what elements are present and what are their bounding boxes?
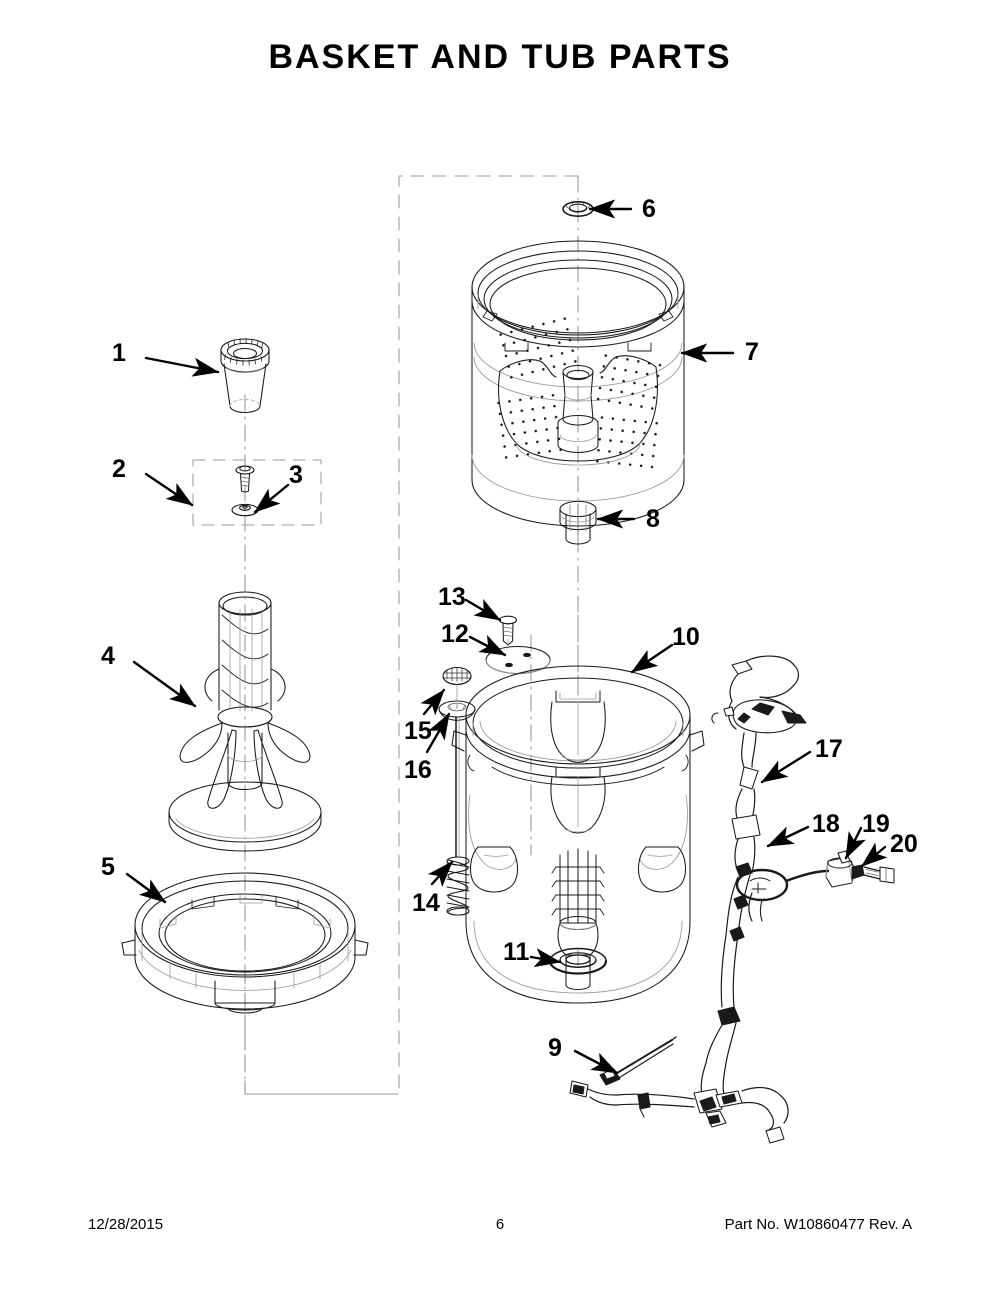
callout-4: 4: [101, 642, 115, 670]
part-8-drive-hub: [559, 500, 597, 545]
part-1-agitator-cap: [220, 338, 270, 413]
callout-8: 8: [646, 505, 660, 533]
callout-20: 20: [890, 830, 918, 858]
page-footer: 12/28/2015 6 Part No. W10860477 Rev. A: [0, 1216, 1000, 1236]
part-18-harness-connector: [735, 868, 830, 922]
part-4-agitator: [168, 591, 322, 852]
callout-11: 11: [503, 938, 530, 966]
leader-arrows: [125, 199, 888, 1075]
part-17-wire-harness: [569, 655, 807, 1144]
callout-6: 6: [642, 195, 656, 223]
part-20-clip-screw: [863, 866, 895, 884]
footer-page-number: 6: [495, 1216, 505, 1233]
callout-1: 1: [112, 339, 126, 367]
part-2-bolt: [235, 465, 255, 493]
part-19-retaining-clip: [825, 850, 865, 888]
callout-15: 15: [404, 717, 432, 745]
part-3-washer: [231, 503, 259, 517]
part-7-wash-basket: [471, 240, 685, 527]
callout-14: 14: [412, 889, 440, 917]
callout-5: 5: [101, 853, 115, 881]
callout-10: 10: [672, 623, 700, 651]
footer-date: 12/28/2015: [88, 1216, 164, 1233]
part-5-tub-ring: [121, 872, 369, 1014]
callout-18: 18: [812, 810, 840, 838]
callout-2: 2: [112, 455, 126, 483]
callout-3: 3: [289, 461, 303, 489]
part-10-outer-tub: [451, 665, 705, 1004]
callout-17: 17: [815, 735, 843, 763]
callout-12: 12: [441, 620, 469, 648]
footer-part-no: Part No. W10860477 Rev. A: [724, 1216, 912, 1233]
callout-7: 7: [745, 338, 759, 366]
callout-19: 19: [862, 810, 890, 838]
part-15-suspension-ball: [442, 666, 472, 686]
part-9-cable-tie: [599, 1036, 677, 1086]
part-14-suspension-spring: [446, 716, 470, 916]
exploded-diagram: [0, 95, 1000, 1180]
callout-13: 13: [438, 583, 466, 611]
page-title: BASKET AND TUB PARTS: [268, 38, 732, 76]
callout-16: 16: [404, 756, 432, 784]
part-2-bolt-kit-box: [192, 459, 322, 526]
callout-9: 9: [548, 1034, 562, 1062]
